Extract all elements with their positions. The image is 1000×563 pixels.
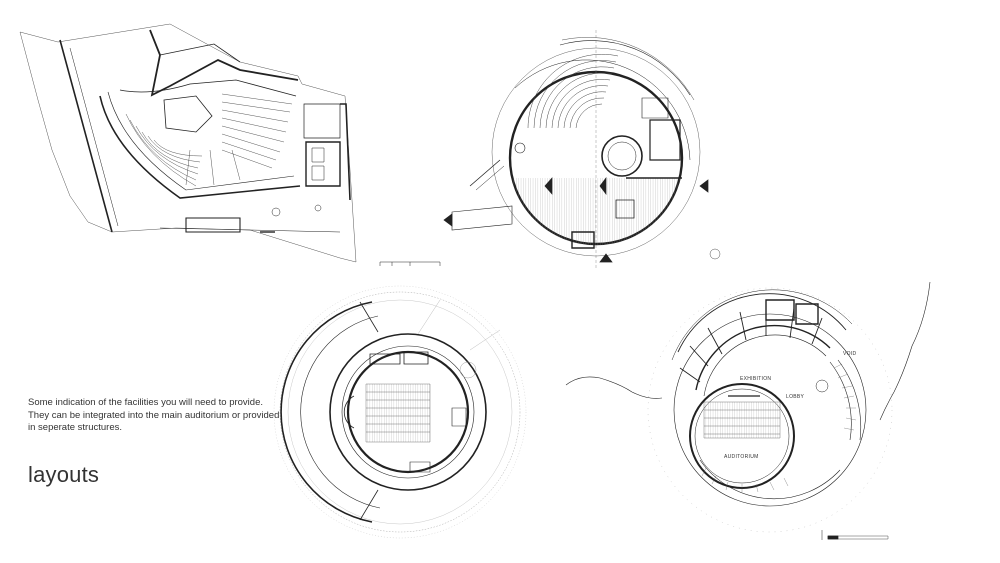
caption-line-1: Some indication of the facilities you wi…: [28, 397, 263, 408]
plan-angular-auditorium: [20, 24, 440, 266]
caption: Some indication of the facilities you wi…: [28, 397, 280, 435]
caption-line-3: in seperate structures.: [28, 422, 122, 434]
void-label: VOID: [843, 351, 857, 357]
plan-ring-auditorium: [274, 286, 526, 538]
auditorium-label: AUDITORIUM: [724, 454, 759, 460]
lobby-label: LOBBY: [786, 394, 805, 400]
plan-auditorium-lobby: [566, 282, 930, 540]
exhibition-label: EXHIBITION: [740, 376, 771, 382]
caption-line-2: They can be integrated into the main aud…: [28, 409, 280, 421]
page-title: layouts: [28, 462, 100, 487]
plan-circular-auditorium: [444, 30, 720, 270]
